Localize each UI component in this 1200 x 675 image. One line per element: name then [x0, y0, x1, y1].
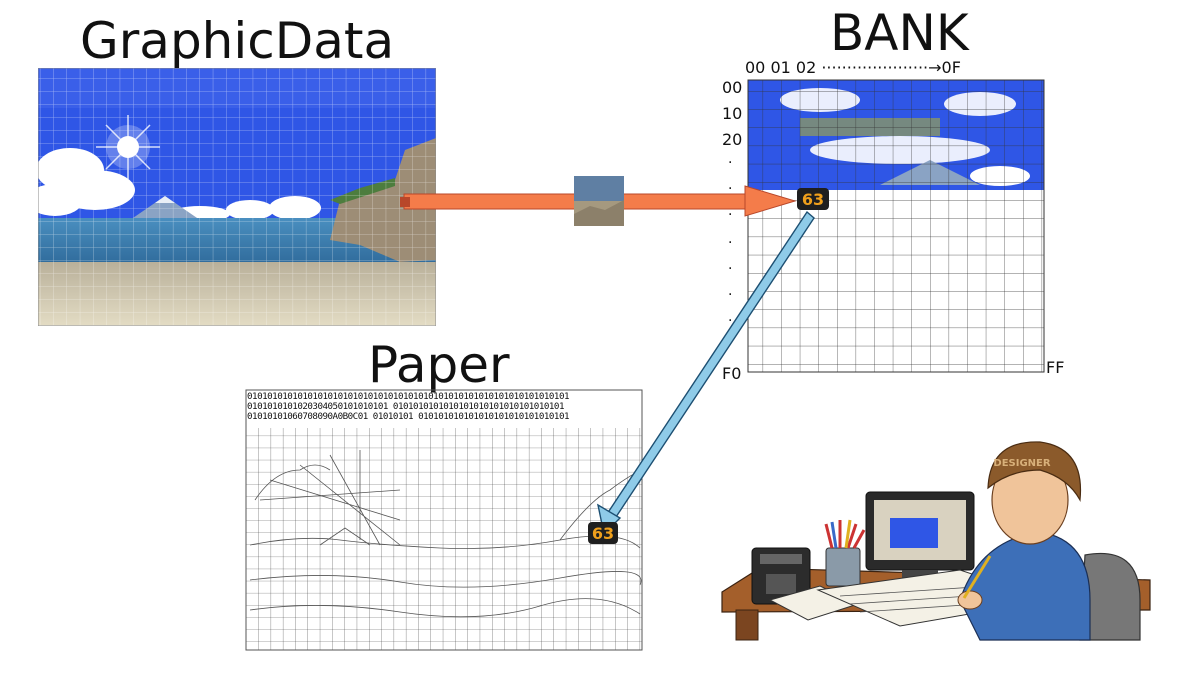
bank-row-dot: · [728, 261, 733, 277]
graphic-data-title: GraphicData [80, 12, 395, 70]
monitor-icon [865, 491, 975, 580]
paper-sheet [245, 389, 643, 651]
bank-row-dot: · [728, 155, 733, 171]
blue-arrow [596, 210, 815, 536]
graphic-data-image [38, 68, 436, 326]
bank-row-label-10: 10 [722, 104, 743, 123]
bank-row-dot: · [728, 287, 733, 303]
paper-hex-row-1: 0101010101010101010101010101010101010101… [247, 392, 570, 402]
paper-hex-row-2: 0101010101020304050101010101 01010101010… [247, 401, 564, 412]
paper-title: Paper [368, 336, 510, 394]
designer-person: DESIGNER [957, 441, 1091, 641]
tile-chip [574, 176, 624, 226]
bank-row-dot: · [728, 313, 733, 329]
bank-row-dot: · [728, 235, 733, 251]
bank-end-label-ff: FF [1046, 358, 1065, 377]
svg-text:63: 63 [592, 524, 614, 543]
bank-row-dot: · [728, 181, 733, 197]
bank-column-header: 00 01 02 ·····················→0F [745, 58, 961, 77]
paper-hex-rows: 0101010101010101010101010101010101010101… [247, 392, 641, 422]
tile-badge-bank: 63 [797, 188, 829, 210]
bank-row-dot: · [728, 207, 733, 223]
bank-row-label-20: 20 [722, 130, 743, 149]
paper-hex-row-3: 01010101060708090A0B0C01 01010101 010101… [247, 411, 570, 422]
bank-title: BANK [830, 4, 969, 62]
tile-badge-paper: 63 [588, 522, 618, 544]
bank-row-label-00: 00 [722, 78, 743, 97]
bank-grid [747, 79, 1045, 373]
designer-illustration: DESIGNER [721, 441, 1151, 641]
cap-text: DESIGNER [993, 458, 1050, 469]
bank-row-label-f0: F0 [722, 364, 742, 383]
svg-text:63: 63 [802, 190, 824, 209]
pencil-cup-icon [824, 519, 866, 587]
